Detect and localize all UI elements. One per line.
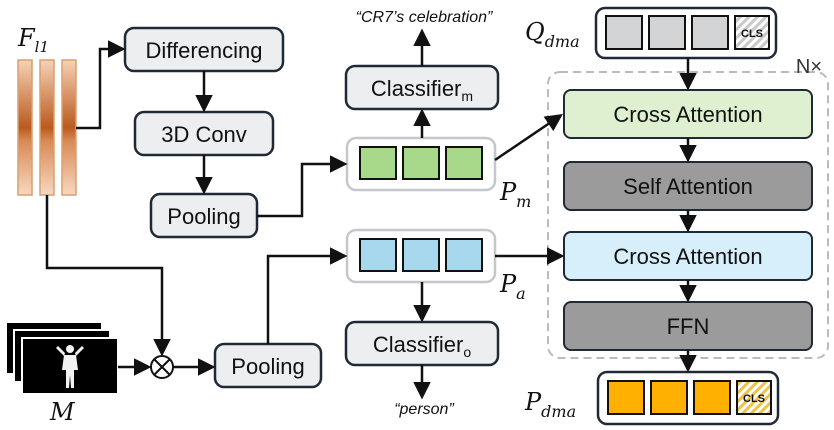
feature-map-f-l1: [17, 59, 77, 196]
svg-text:Pooling: Pooling: [231, 354, 304, 379]
mask-stack: [5, 321, 119, 395]
p-m-tokens: [345, 136, 497, 192]
connectors: [45, 28, 697, 400]
p-dma-tokens: CLS: [596, 370, 780, 426]
svg-text:Cross Attention: Cross Attention: [613, 102, 762, 127]
svg-text:3D Conv: 3D Conv: [161, 122, 247, 147]
object-class-quote: “person”: [394, 401, 454, 418]
q-dma-tokens: CLS: [594, 6, 778, 60]
feature-label: Fl1: [17, 24, 49, 56]
p-a-label: Pa: [499, 270, 526, 303]
cross-attention-2: Cross Attention: [563, 231, 813, 281]
pooling-motion-box: Pooling: [149, 192, 259, 239]
q-dma-label: Qdma: [525, 18, 580, 51]
cross-attention-1: Cross Attention: [563, 89, 813, 139]
person-silhouette-icon: [56, 345, 84, 388]
svg-text:Differencing: Differencing: [146, 38, 263, 63]
cls-token-query: CLS: [741, 28, 763, 40]
svg-text:Self Attention: Self Attention: [623, 174, 753, 199]
repeat-label: N×: [796, 56, 822, 78]
classifier-m-box: Classifierm: [344, 64, 500, 111]
multiply-icon: [150, 355, 174, 379]
ffn-layer: FFN: [563, 301, 813, 351]
self-attention: Self Attention: [563, 161, 813, 211]
svg-text:FFN: FFN: [667, 314, 710, 339]
mask-label: M: [49, 398, 76, 426]
cls-token-output: CLS: [743, 393, 765, 405]
pooling-object-box: Pooling: [213, 342, 323, 389]
p-dma-label: Pdma: [524, 388, 576, 421]
svg-text:Classifierm: Classifierm: [371, 76, 473, 104]
conv3d-box: 3D Conv: [133, 110, 275, 157]
svg-text:Classifiero: Classifiero: [373, 332, 471, 360]
p-m-label: Pm: [499, 178, 531, 211]
svg-text:Cross Attention: Cross Attention: [613, 244, 762, 269]
p-a-tokens: [345, 228, 497, 284]
classifier-o-box: Classifiero: [344, 320, 500, 367]
motion-class-quote: “CR7’s celebration”: [356, 9, 493, 26]
svg-text:Pooling: Pooling: [167, 204, 240, 229]
differencing-box: Differencing: [123, 26, 285, 73]
